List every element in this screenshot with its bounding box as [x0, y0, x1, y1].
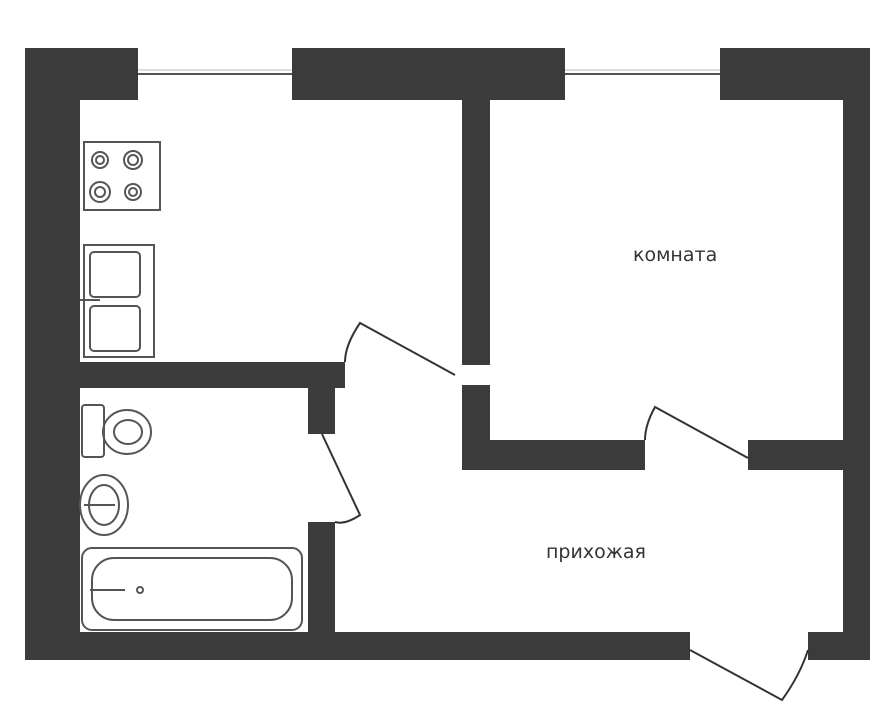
toilet-icon	[81, 404, 152, 458]
room-wall-right	[748, 440, 843, 470]
door-entrance	[689, 649, 809, 702]
bottom-wall-right	[808, 632, 870, 660]
bath-wall-lower	[308, 522, 335, 632]
door-kitchen	[344, 321, 456, 376]
room-wall-left	[462, 440, 645, 470]
window-kitchen	[138, 48, 292, 100]
room-label: комната	[633, 244, 718, 266]
washbasin-icon	[79, 474, 129, 536]
window-room	[565, 48, 720, 100]
bottom-wall-left	[25, 632, 690, 660]
hall-label: прихожая	[546, 541, 646, 563]
doors	[321, 321, 809, 702]
kitchen-sink-icon	[80, 244, 155, 358]
door-bath	[321, 433, 362, 524]
bathtub-icon	[81, 547, 303, 631]
stove-icon	[83, 141, 161, 211]
kitchen-room-wall-upper	[462, 100, 490, 365]
bath-wall-upper	[308, 388, 335, 434]
door-room	[644, 405, 749, 459]
walls	[25, 48, 870, 660]
right-wall	[843, 48, 870, 660]
left-wall	[25, 48, 80, 660]
kitchen-bath-wall	[80, 362, 345, 388]
